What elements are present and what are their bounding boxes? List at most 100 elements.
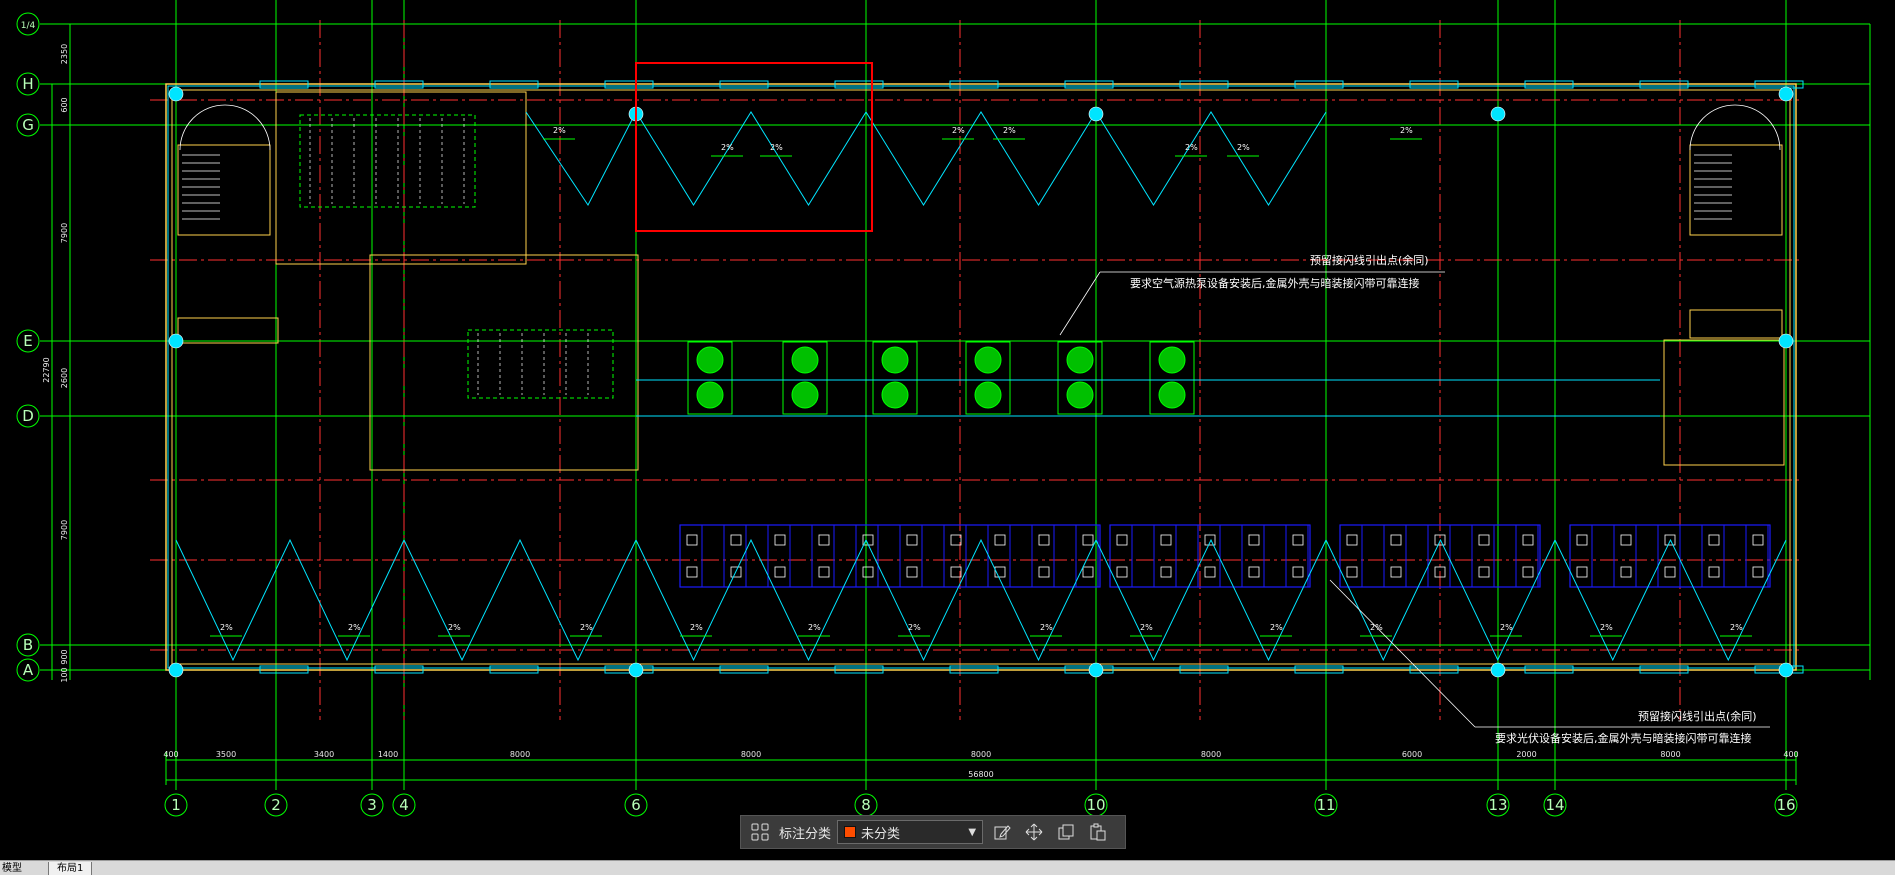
- dimension-text: 100: [60, 667, 69, 682]
- pv-support: [1752, 534, 1764, 546]
- pv-support: [1346, 534, 1358, 546]
- window: [719, 80, 769, 89]
- note-text: 预留接闪线引出点(余同): [1638, 709, 1757, 723]
- pv-support: [950, 566, 962, 578]
- pv-support: [1478, 566, 1490, 578]
- pv-support: [1390, 566, 1402, 578]
- window: [259, 80, 309, 89]
- note-text: 预留接闪线引出点(余同): [1310, 253, 1429, 267]
- pv-support: [1434, 534, 1446, 546]
- axis-label-col: 6: [631, 796, 641, 814]
- air-terminal: [168, 662, 184, 678]
- stair: [177, 144, 271, 236]
- window: [1294, 665, 1344, 674]
- axis-bubble-col: [164, 793, 188, 817]
- axis-label-col: 13: [1488, 796, 1507, 814]
- axis-label-col: 3: [367, 796, 377, 814]
- axis-bubble-row: [16, 113, 40, 137]
- room: [275, 91, 527, 265]
- dimension-text: 400: [1783, 750, 1798, 759]
- pv-support: [1708, 566, 1720, 578]
- paste-icon[interactable]: [1085, 819, 1111, 845]
- leader-line: [1059, 271, 1101, 336]
- equipment-group: [467, 329, 614, 399]
- axis-bubble-col: [360, 793, 384, 817]
- dimension-text: 22790: [42, 357, 51, 382]
- axis-label-col: 8: [861, 796, 871, 814]
- annotation-category-label: 标注分类: [779, 826, 832, 842]
- window: [1639, 665, 1689, 674]
- layout-tab-bar: 模型 布局1: [0, 860, 1895, 875]
- pv-support: [1346, 566, 1358, 578]
- window: [1179, 665, 1229, 674]
- air-terminal: [1490, 662, 1506, 678]
- axis-bubble-row: [16, 12, 40, 36]
- window: [489, 80, 539, 89]
- slope-label: 2%: [1237, 143, 1250, 152]
- pv-support: [1204, 566, 1216, 578]
- axis-bubble-col: [392, 793, 416, 817]
- pv-support: [818, 534, 830, 546]
- tab-layout-1[interactable]: 布局1: [48, 862, 93, 875]
- pv-panel-block: [1109, 524, 1311, 588]
- grid-icon[interactable]: [747, 819, 773, 845]
- axis-label-col: 2: [271, 796, 281, 814]
- dimension-text: 600: [60, 97, 69, 112]
- annotation-toolbar: 标注分类 未分类 ▼: [740, 815, 1126, 849]
- axis-label-col: 16: [1776, 796, 1795, 814]
- pv-support: [1082, 534, 1094, 546]
- air-terminal: [1088, 106, 1104, 122]
- pv-support: [1708, 534, 1720, 546]
- slope-label: 2%: [908, 623, 921, 632]
- axis-label-col: 4: [399, 796, 409, 814]
- room: [369, 254, 639, 471]
- pv-support: [1664, 534, 1676, 546]
- slope-label: 2%: [1003, 126, 1016, 135]
- equipment-group: [299, 114, 476, 208]
- pv-support: [1478, 534, 1490, 546]
- window: [374, 665, 424, 674]
- copy-icon[interactable]: [1053, 819, 1079, 845]
- slope-label: 2%: [1730, 623, 1743, 632]
- selection-box[interactable]: [635, 62, 873, 232]
- drainage-line: [403, 538, 637, 662]
- air-terminal: [1088, 662, 1104, 678]
- pv-support: [1160, 534, 1172, 546]
- pv-panel-block: [1569, 524, 1771, 588]
- pv-support: [1292, 566, 1304, 578]
- drainage-line: [1325, 538, 1556, 662]
- pv-support: [686, 566, 698, 578]
- tab-model[interactable]: 模型: [2, 863, 22, 874]
- slope-label: 2%: [348, 623, 361, 632]
- dimension-text: 400: [163, 750, 178, 759]
- axis-bubble-col: [1314, 793, 1338, 817]
- slope-label: 2%: [1040, 623, 1053, 632]
- window: [1524, 80, 1574, 89]
- window: [1524, 665, 1574, 674]
- axis-label-row: B: [23, 636, 33, 654]
- note-text: 要求空气源热泵设备安装后,金属外壳与暗装接闪带可靠连接: [1130, 276, 1420, 290]
- slope-label: 2%: [690, 623, 703, 632]
- pv-support: [1576, 534, 1588, 546]
- drainage-line: [865, 111, 1097, 206]
- pv-support: [1116, 566, 1128, 578]
- axis-label-row: A: [23, 661, 34, 679]
- annotation-category-select[interactable]: 未分类 ▼: [837, 820, 984, 844]
- slope-label: 2%: [1400, 126, 1413, 135]
- heat-pump-unit: [782, 341, 828, 415]
- window: [604, 665, 654, 674]
- pv-support: [774, 566, 786, 578]
- stair: [1689, 144, 1783, 236]
- slope-label: 2%: [1270, 623, 1283, 632]
- move-icon[interactable]: [1021, 819, 1047, 845]
- lightning-belt: [167, 85, 1795, 669]
- axis-label-col: 14: [1545, 796, 1564, 814]
- dimension-text: 8000: [971, 750, 991, 759]
- room: [177, 317, 279, 344]
- dimension-text: 3500: [216, 750, 236, 759]
- axis-label-col: 11: [1316, 796, 1335, 814]
- edit-icon[interactable]: [989, 819, 1015, 845]
